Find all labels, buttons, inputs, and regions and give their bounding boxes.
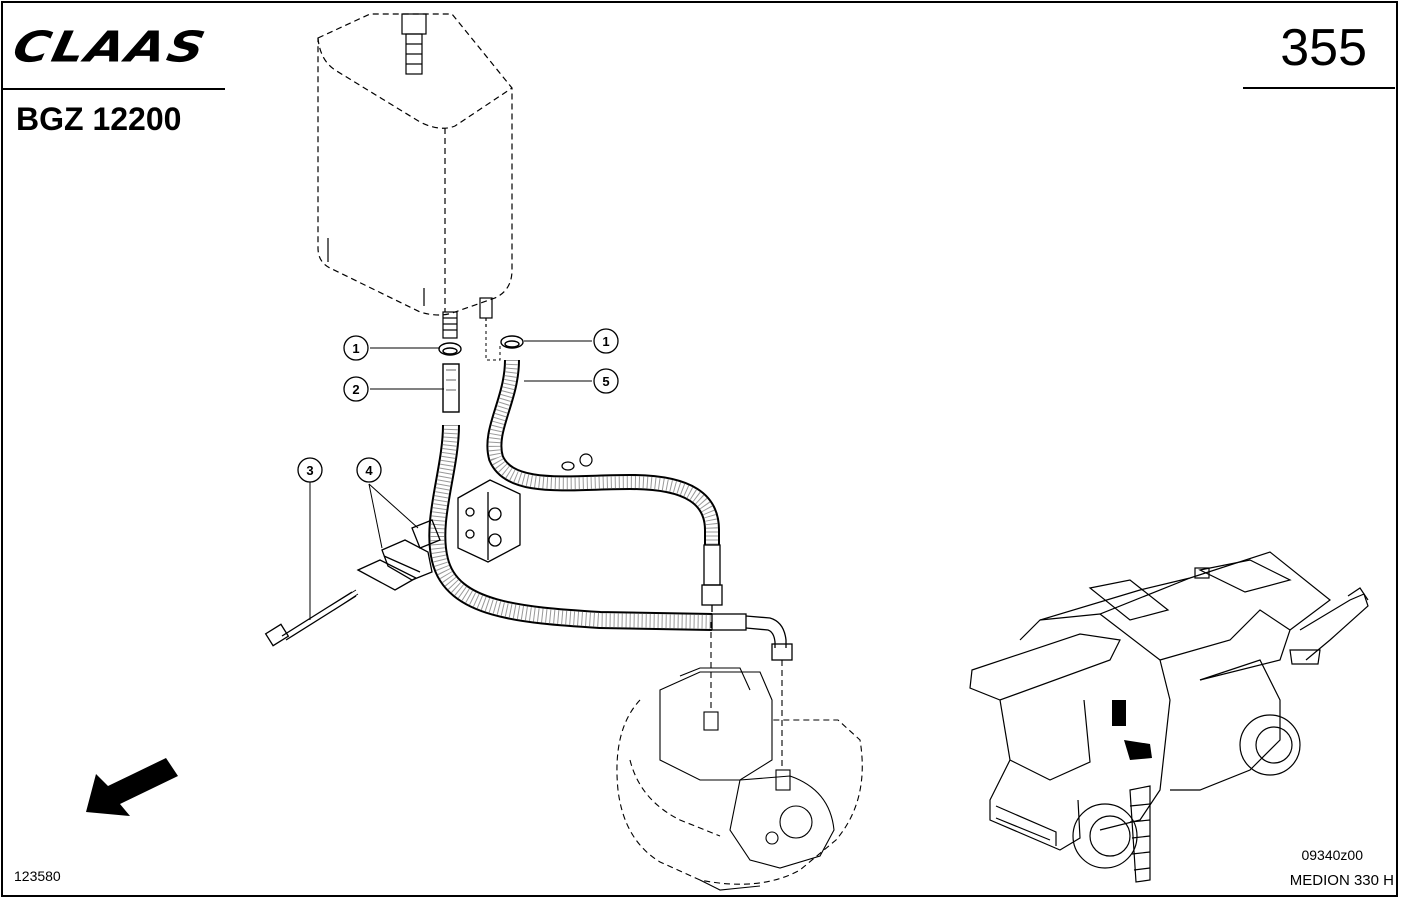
bolt: [264, 589, 359, 647]
header-rule-left: [3, 88, 225, 90]
leader-lines: [309, 330, 592, 620]
location-marker: [1112, 700, 1152, 760]
clamp-halves: [356, 519, 441, 591]
callout-5: 5: [593, 368, 619, 394]
callout-label: 1: [602, 334, 609, 349]
return-hose-fitting: [701, 544, 723, 612]
suction-hose-fitting: [711, 613, 793, 661]
callout-1-left: 1: [343, 335, 369, 361]
callout-label: 2: [352, 382, 359, 397]
document-code: BGZ 12200: [16, 101, 182, 137]
tank-outlet-fittings: [327, 238, 493, 339]
drawing-number: 09340z00: [1301, 847, 1363, 863]
hose-clamp-left: [438, 342, 462, 356]
suction-hose: [428, 424, 713, 631]
hydraulic-pump: [659, 622, 791, 791]
callout-2: 2: [343, 376, 369, 402]
callout-label: 3: [306, 463, 313, 478]
hose-bracket-block: [457, 479, 521, 563]
direction-arrow: [86, 758, 178, 816]
callout-1-right: 1: [593, 328, 619, 354]
callout-label: 5: [602, 374, 609, 389]
oil-tank: [317, 13, 513, 316]
callout-3: 3: [297, 457, 323, 483]
tank-filler-neck: [401, 13, 427, 75]
engine-block: [616, 699, 863, 885]
callout-label: 1: [352, 341, 359, 356]
callout-label: 4: [365, 463, 373, 478]
engine-housing-solid: [699, 775, 835, 891]
combine-harvester: [969, 551, 1369, 883]
figure-reference: 123580: [14, 868, 61, 884]
washer-and-nut: [561, 453, 593, 471]
model-name: MEDION 330 H: [1289, 872, 1394, 889]
header-rule-right: [1243, 87, 1395, 89]
short-hose: [442, 363, 460, 413]
page-number: 355: [1280, 19, 1367, 77]
hose-clamp-right: [500, 335, 524, 349]
return-hose: [486, 359, 720, 545]
callout-4: 4: [356, 457, 382, 483]
